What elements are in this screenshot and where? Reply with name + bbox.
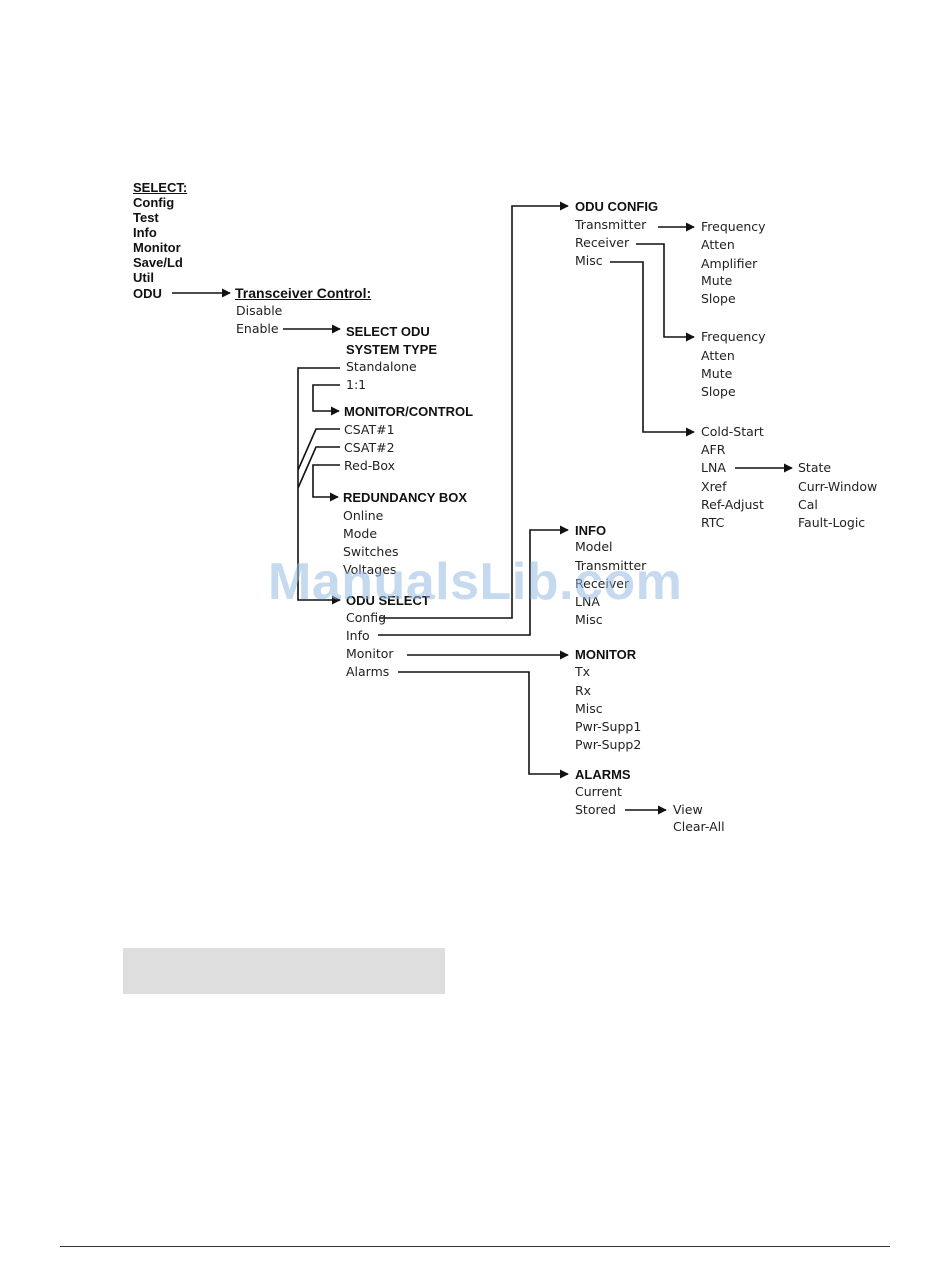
select-item-util[interactable]: Util: [133, 270, 154, 285]
connector-csat1: [297, 428, 340, 471]
transceiver-control-heading: Transceiver Control:: [235, 285, 372, 301]
odu-config-receiver[interactable]: Receiver: [575, 235, 630, 250]
misc-ref-adjust[interactable]: Ref-Adjust: [701, 497, 764, 512]
connector-alarms: [398, 671, 569, 779]
connector-receiver: [636, 243, 695, 342]
info-model[interactable]: Model: [575, 539, 613, 554]
receiver-mute[interactable]: Mute: [701, 366, 733, 381]
transmitter-frequency[interactable]: Frequency: [701, 219, 766, 234]
lna-state[interactable]: State: [798, 460, 832, 475]
stored-clear-all[interactable]: Clear-All: [673, 819, 725, 834]
connector-config: [380, 201, 569, 619]
redundancy-mode[interactable]: Mode: [343, 526, 378, 541]
info-heading: INFO: [575, 523, 607, 538]
misc-xref[interactable]: Xref: [701, 479, 727, 494]
misc-afr[interactable]: AFR: [701, 442, 726, 457]
alarms-heading: ALARMS: [575, 767, 631, 782]
select-odu-heading-line1: SELECT ODU: [346, 324, 430, 339]
connector-standalone: [297, 367, 341, 605]
select-item-odu[interactable]: ODU: [133, 286, 162, 301]
receiver-slope[interactable]: Slope: [701, 384, 736, 399]
select-heading: SELECT:: [133, 180, 188, 195]
redundancy-online[interactable]: Online: [343, 508, 384, 523]
select-item-info[interactable]: Info: [133, 225, 157, 240]
redundancy-box-heading: REDUNDANCY BOX: [343, 490, 467, 505]
odu-config-transmitter[interactable]: Transmitter: [575, 217, 647, 232]
lna-curr-window[interactable]: Curr-Window: [798, 479, 878, 494]
gray-bar: [123, 948, 445, 994]
stored-view[interactable]: View: [673, 802, 703, 817]
odu-select-heading: ODU SELECT: [346, 593, 430, 608]
footer-rule: [60, 1246, 890, 1247]
connector-info: [378, 525, 569, 636]
monitor-control-heading: MONITOR/CONTROL: [344, 404, 474, 419]
odu-config-misc[interactable]: Misc: [575, 253, 603, 268]
monitor-pwr-supp2[interactable]: Pwr-Supp2: [575, 737, 642, 752]
redundancy-voltages[interactable]: Voltages: [343, 562, 397, 577]
select-odu-heading-line2: SYSTEM TYPE: [346, 342, 438, 357]
transmitter-mute[interactable]: Mute: [701, 273, 733, 288]
connector-csat2: [297, 446, 340, 489]
monitor-control-csat2[interactable]: CSAT#2: [344, 440, 395, 455]
odu-config-heading: ODU CONFIG: [575, 199, 659, 214]
transceiver-enable[interactable]: Enable: [236, 321, 279, 336]
redundancy-switches[interactable]: Switches: [343, 544, 399, 559]
info-lna[interactable]: LNA: [575, 594, 600, 609]
info-receiver[interactable]: Receiver: [575, 576, 630, 591]
transmitter-amplifier[interactable]: Amplifier: [701, 256, 758, 271]
odu-select-config[interactable]: Config: [346, 610, 387, 625]
lna-cal[interactable]: Cal: [798, 497, 818, 512]
monitor-heading: MONITOR: [575, 647, 637, 662]
system-type-1-1[interactable]: 1:1: [346, 377, 367, 392]
odu-select-monitor[interactable]: Monitor: [346, 646, 394, 661]
monitor-pwr-supp1[interactable]: Pwr-Supp1: [575, 719, 642, 734]
system-type-standalone[interactable]: Standalone: [346, 359, 417, 374]
receiver-atten[interactable]: Atten: [701, 348, 735, 363]
transmitter-atten[interactable]: Atten: [701, 237, 735, 252]
alarms-current[interactable]: Current: [575, 784, 622, 799]
select-item-save-ld[interactable]: Save/Ld: [133, 255, 183, 270]
info-transmitter[interactable]: Transmitter: [575, 558, 647, 573]
lna-fault-logic[interactable]: Fault-Logic: [798, 515, 866, 530]
select-item-config[interactable]: Config: [133, 195, 175, 210]
alarms-stored[interactable]: Stored: [575, 802, 616, 817]
odu-select-info[interactable]: Info: [346, 628, 370, 643]
monitor-rx[interactable]: Rx: [575, 683, 592, 698]
misc-rtc[interactable]: RTC: [701, 515, 725, 530]
connector-red-box: [312, 464, 340, 502]
select-item-test[interactable]: Test: [133, 210, 159, 225]
transceiver-disable[interactable]: Disable: [236, 303, 283, 318]
monitor-control-red-box[interactable]: Red-Box: [344, 458, 396, 473]
transmitter-slope[interactable]: Slope: [701, 291, 736, 306]
connector-misc: [610, 261, 695, 437]
misc-cold-start[interactable]: Cold-Start: [701, 424, 764, 439]
monitor-control-csat1[interactable]: CSAT#1: [344, 422, 395, 437]
monitor-tx[interactable]: Tx: [575, 664, 591, 679]
receiver-frequency[interactable]: Frequency: [701, 329, 766, 344]
select-item-monitor[interactable]: Monitor: [133, 240, 181, 255]
connector-1-1: [312, 384, 340, 416]
watermark: ManualsLib.com: [268, 553, 683, 611]
odu-select-alarms[interactable]: Alarms: [346, 664, 390, 679]
misc-lna[interactable]: LNA: [701, 460, 726, 475]
monitor-misc[interactable]: Misc: [575, 701, 603, 716]
info-misc[interactable]: Misc: [575, 612, 603, 627]
